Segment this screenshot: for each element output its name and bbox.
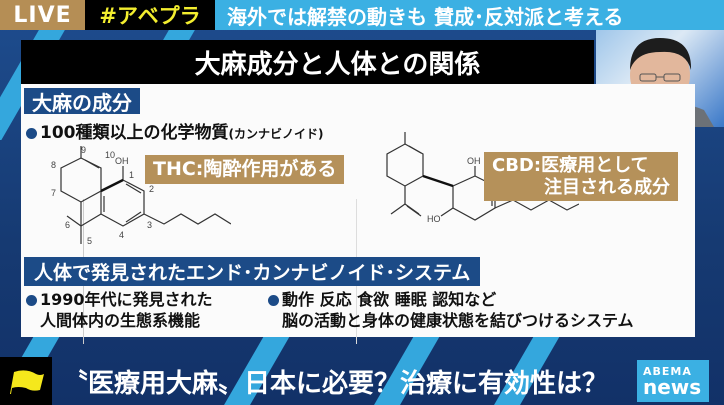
bullet-dot-icon: [26, 127, 37, 139]
section-heading-endocannabinoid: 人体で発見されたエンド･カンナビノイド･システム: [24, 257, 481, 286]
live-badge: LIVE: [0, 0, 85, 30]
bullet-discovered: 1990年代に発見された 人間体内の生態系機能: [26, 289, 213, 331]
top-ticker: LIVE #アベプラ 海外では解禁の動きも 賛成･反対派と考える: [0, 0, 724, 30]
svg-text:5: 5: [87, 236, 92, 246]
svg-text:HO: HO: [427, 214, 441, 224]
svg-text:10: 10: [105, 150, 115, 160]
cbd-molecule-diagram: OH HO: [386, 132, 579, 224]
board-title: 大麻成分と人体との関係: [21, 40, 594, 84]
svg-text:3: 3: [147, 220, 152, 230]
svg-text:OH: OH: [467, 156, 481, 166]
flag-icon: [0, 357, 52, 405]
svg-text:8: 8: [51, 160, 56, 170]
abema-news-logo: ABEMA news: [637, 360, 709, 402]
headline-caption: 〝医療用大麻〟日本に必要？治療に有効性は？: [62, 368, 609, 399]
bullet-functions: 動作 反応 食欲 睡眠 認知など 脳の活動と身体の健康状態を結びつけるシステム: [268, 289, 634, 331]
topic-text: 海外では解禁の動きも 賛成･反対派と考える: [215, 0, 724, 30]
svg-text:4: 4: [119, 230, 124, 240]
thc-molecule-diagram: 9 10 8 7 6 5 4 3 2 1 OH: [51, 146, 231, 246]
svg-text:6: 6: [65, 220, 70, 230]
caption-bar: 〝医療用大麻〟日本に必要？治療に有効性は？: [0, 357, 724, 405]
bullet-chemicals: 100種類以上の化学物質(カンナビノイド): [26, 118, 323, 143]
cbd-label: CBD:医療用として 注目される成分: [484, 152, 678, 202]
svg-text:9: 9: [81, 146, 86, 155]
hashtag-label: #アベプラ: [85, 0, 215, 30]
thc-label: THC:陶酔作用がある: [145, 155, 345, 184]
explainer-board: 大麻の成分 100種類以上の化学物質(カンナビノイド) 9 10 8 7 6 5: [21, 84, 695, 344]
svg-text:1: 1: [129, 170, 134, 180]
svg-text:2: 2: [149, 184, 154, 194]
section-heading-components: 大麻の成分: [24, 88, 140, 115]
bullet-dot-icon: [26, 295, 37, 306]
svg-text:OH: OH: [115, 156, 129, 166]
svg-text:7: 7: [51, 188, 56, 198]
bullet-dot-icon: [268, 295, 279, 306]
